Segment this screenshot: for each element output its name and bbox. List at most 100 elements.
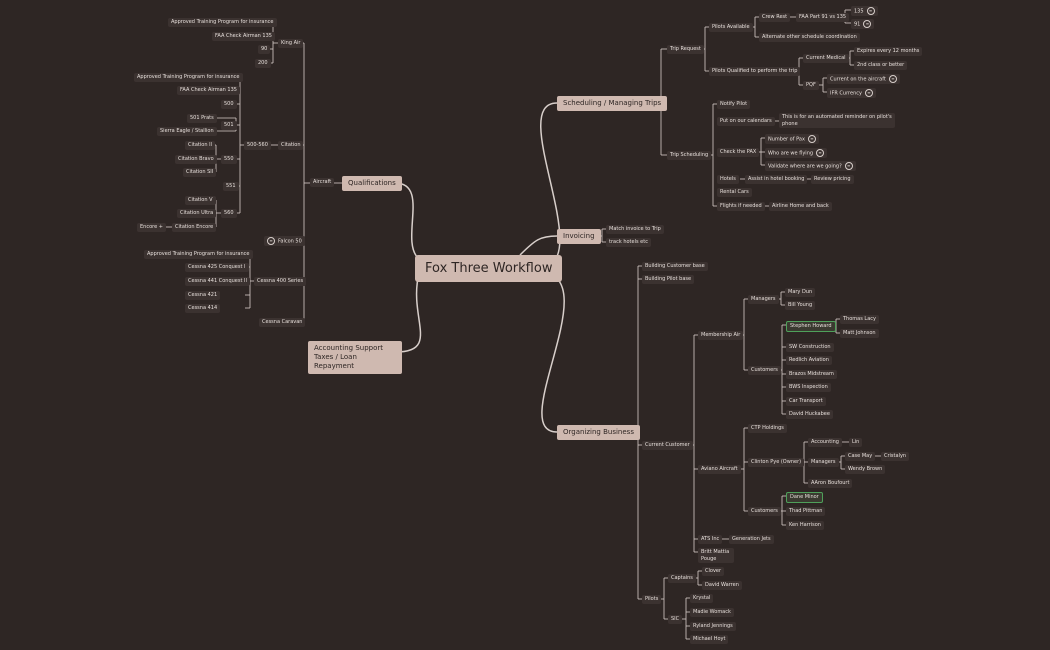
node-c-ultra[interactable]: Citation Ultra (177, 209, 217, 218)
node-ka-200[interactable]: 200 (255, 59, 271, 68)
node-wendy[interactable]: Wendy Brown (845, 465, 886, 474)
node-managers2[interactable]: Managers (808, 458, 839, 467)
node-match-invoice[interactable]: Match invoice to Trip (606, 225, 664, 234)
node-reminder[interactable]: This is for an automated reminder on pil… (779, 113, 895, 128)
node-track-hotels[interactable]: track hotels etc (606, 238, 651, 247)
node-crew-rest[interactable]: Crew Rest (759, 13, 791, 22)
node-pqf[interactable]: PQF (803, 81, 819, 90)
node-pilots[interactable]: Pilots (642, 595, 662, 604)
node-david-h[interactable]: David Huckabee (786, 410, 833, 419)
node-aaron[interactable]: AAron Boufourt (808, 479, 853, 488)
node-cs-441[interactable]: Cessna 441 Conquest II (185, 277, 250, 286)
node-citation[interactable]: Citation (278, 141, 304, 150)
node-current-aircraft[interactable]: Current on the aircraft≡ (827, 74, 900, 84)
node-sw[interactable]: SW Construction (786, 343, 834, 352)
node-building-customer[interactable]: Building Customer base (642, 262, 708, 271)
node-bws[interactable]: BWS Inspection (786, 383, 831, 392)
node-current-medical[interactable]: Current Medical (803, 54, 849, 63)
node-135[interactable]: 135≡ (851, 6, 878, 16)
node-cs-414[interactable]: Cessna 414 (185, 304, 221, 313)
node-madie[interactable]: Madie Womack (690, 608, 734, 617)
node-current-customer[interactable]: Current Customer (642, 441, 693, 450)
node-lin[interactable]: Lin (849, 438, 863, 447)
node-managers[interactable]: Managers (748, 295, 779, 304)
node-c-sierra[interactable]: Sierra Eagle / Stallion (157, 127, 217, 136)
node-c-ii[interactable]: Citation II (185, 141, 216, 150)
node-aviano[interactable]: Aviano Aircraft (698, 465, 741, 474)
node-pilots-qualified[interactable]: Pilots Qualified to perform the trip (709, 67, 801, 76)
node-c-501[interactable]: 501 (221, 121, 237, 130)
node-accounting[interactable]: Accounting (808, 438, 842, 447)
node-ats[interactable]: ATS Inc (698, 535, 723, 544)
node-mary[interactable]: Mary Dun (785, 288, 816, 297)
node-trip-scheduling[interactable]: Trip Scheduling (667, 151, 712, 160)
node-91[interactable]: 91≡ (851, 19, 875, 29)
node-case[interactable]: Case May (845, 452, 876, 461)
node-car[interactable]: Car Transport (786, 397, 826, 406)
node-cristalyn[interactable]: Cristalyn (881, 452, 910, 461)
node-flights[interactable]: Flights if needed (717, 202, 765, 211)
node-assist-hotel[interactable]: Assist in hotel booking (745, 175, 808, 184)
node-c-s2[interactable]: Citation SII (183, 168, 217, 177)
node-generation[interactable]: Generation Jets (729, 535, 774, 544)
branch-invoicing[interactable]: Invoicing (557, 229, 601, 245)
node-king-air[interactable]: King Air (278, 39, 304, 48)
node-review-pricing[interactable]: Review pricing (811, 175, 854, 184)
node-alternate[interactable]: Alternate other schedule coordination (759, 33, 860, 42)
node-ka-atp[interactable]: Approved Training Program for insurance (168, 18, 277, 27)
branch-scheduling[interactable]: Scheduling / Managing Trips (557, 96, 668, 112)
node-c-atp[interactable]: Approved Training Program for insurance (134, 73, 243, 82)
node-falcon[interactable]: ≡Falcon 50 (264, 236, 305, 246)
node-bill[interactable]: Bill Young (785, 301, 816, 310)
node-c-551[interactable]: 551 (223, 182, 239, 191)
node-cessna400[interactable]: Cessna 400 Series (254, 277, 307, 286)
node-ifr[interactable]: IFR Currency≡ (827, 88, 876, 98)
node-ka-90[interactable]: 90 (258, 45, 271, 54)
node-pilots-available[interactable]: Pilots Available (709, 23, 753, 32)
node-c-v[interactable]: Citation V (185, 196, 216, 205)
node-britt[interactable]: Britt Mattia Pouge (698, 548, 734, 563)
node-membership-air[interactable]: Membership Air (698, 331, 744, 340)
branch-organizing[interactable]: Organizing Business (557, 425, 640, 441)
node-michael[interactable]: Michael Hoyt (690, 635, 729, 644)
node-matt[interactable]: Matt Johnson (840, 329, 879, 338)
node-cs-atp[interactable]: Approved Training Program for insurance (144, 250, 253, 259)
node-thomas[interactable]: Thomas Lacy (840, 315, 879, 324)
node-ryland[interactable]: Ryland Jennings (690, 622, 736, 631)
node-num-pax[interactable]: Number of Pax≡ (765, 134, 819, 144)
node-sic[interactable]: SIC (668, 615, 683, 624)
node-dane[interactable]: Dane Minor (786, 492, 823, 503)
node-second-class[interactable]: 2nd class or better (854, 61, 908, 70)
node-ctp[interactable]: CTP Holdings (748, 424, 787, 433)
node-cs-421[interactable]: Cessna 421 (185, 291, 221, 300)
node-check-pax[interactable]: Check the PAX (717, 148, 760, 157)
node-c-bravo[interactable]: Citation Bravo (175, 155, 217, 164)
node-trip-request[interactable]: Trip Request (667, 45, 704, 54)
node-david-w[interactable]: David Warren (702, 581, 742, 590)
node-c-faa[interactable]: FAA Check Airman 135 (177, 86, 240, 95)
node-caravan[interactable]: Cessna Caravan (259, 318, 306, 327)
node-stephen[interactable]: Stephen Howard (786, 321, 836, 332)
node-rental[interactable]: Rental Cars (717, 188, 752, 197)
branch-accounting[interactable]: Accounting Support Taxes / Loan Repaymen… (308, 341, 402, 375)
node-c500-560[interactable]: 500-560 (244, 141, 271, 150)
node-c-500[interactable]: 500 (221, 100, 237, 109)
node-c-encore[interactable]: Citation Encore (172, 223, 217, 232)
node-building-pilot[interactable]: Building Pilot base (642, 275, 695, 284)
node-customers[interactable]: Customers (748, 366, 781, 375)
node-ken[interactable]: Ken Harrison (786, 521, 824, 530)
node-notify[interactable]: Notify Pilot (717, 100, 751, 109)
node-cs-425[interactable]: Cessna 425 Conquest I (185, 263, 249, 272)
node-brazos[interactable]: Brazos Midstream (786, 370, 837, 379)
node-expires[interactable]: Expires every 12 months (854, 47, 923, 56)
node-faa-part[interactable]: FAA Part 91 vs 135 (796, 13, 850, 22)
node-validate[interactable]: Validate where are we going?≡ (765, 161, 856, 171)
node-hotels[interactable]: Hotels (717, 175, 739, 184)
node-ka-faa[interactable]: FAA Check Airman 135 (212, 32, 275, 41)
node-captains[interactable]: Captains (668, 574, 696, 583)
node-clinton[interactable]: Clinton Pye (Owner) (748, 458, 805, 467)
node-thad[interactable]: Thad Pittman (786, 507, 826, 516)
branch-qualifications[interactable]: Qualifications (342, 176, 402, 192)
node-c-501p[interactable]: 501 Prats (187, 114, 217, 123)
node-calendars[interactable]: Put on our calendars (717, 117, 775, 126)
